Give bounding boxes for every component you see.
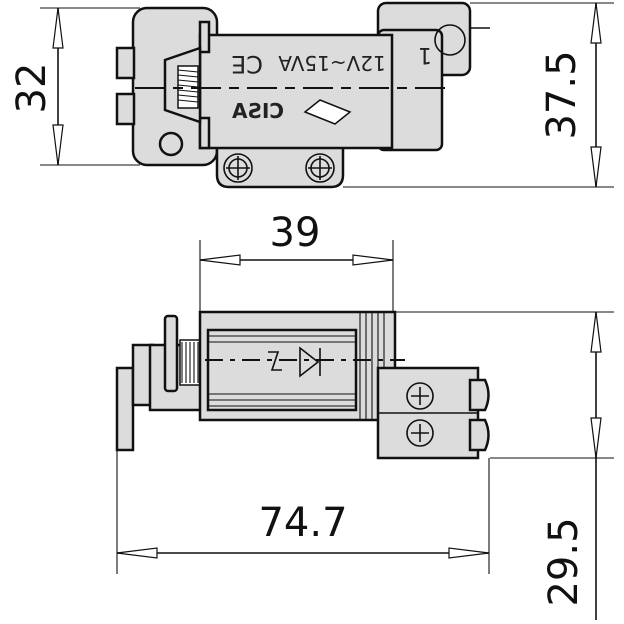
rating-label: 12V~15VA (278, 51, 386, 75)
dimension-74-7: 74.7 (116, 500, 490, 559)
mounting-bracket (115, 366, 135, 452)
solenoid-symbol (268, 346, 321, 378)
brand-logo: CISA (231, 99, 284, 123)
dimension-37-5: 37.5 (539, 2, 602, 188)
bracket-tab (115, 46, 136, 80)
dimension-29-5: 29.5 (541, 311, 602, 620)
dimension-39: 39 (199, 210, 394, 266)
screw-icon (406, 419, 434, 447)
dimension-label: 39 (270, 210, 321, 256)
dimension-label: 32 (9, 63, 55, 114)
brand-logo-mark (303, 99, 352, 125)
top-view: 1 12V~15VA CE CISA 32 37.5 (9, 1, 614, 189)
dimension-label: 74.7 (258, 500, 347, 546)
terminal-number: 1 (418, 42, 432, 67)
dimension-label: 29.5 (541, 517, 587, 606)
bracket-tab (115, 92, 136, 126)
screw-icon (223, 153, 253, 183)
side-view: 39 74.7 29.5 (115, 210, 614, 620)
dimension-label: 37.5 (539, 50, 585, 139)
ce-mark: CE (231, 50, 263, 78)
screw-icon (305, 153, 335, 183)
screw-icon (406, 382, 434, 410)
dimension-32: 32 (9, 7, 64, 166)
mounting-hole (158, 131, 184, 157)
